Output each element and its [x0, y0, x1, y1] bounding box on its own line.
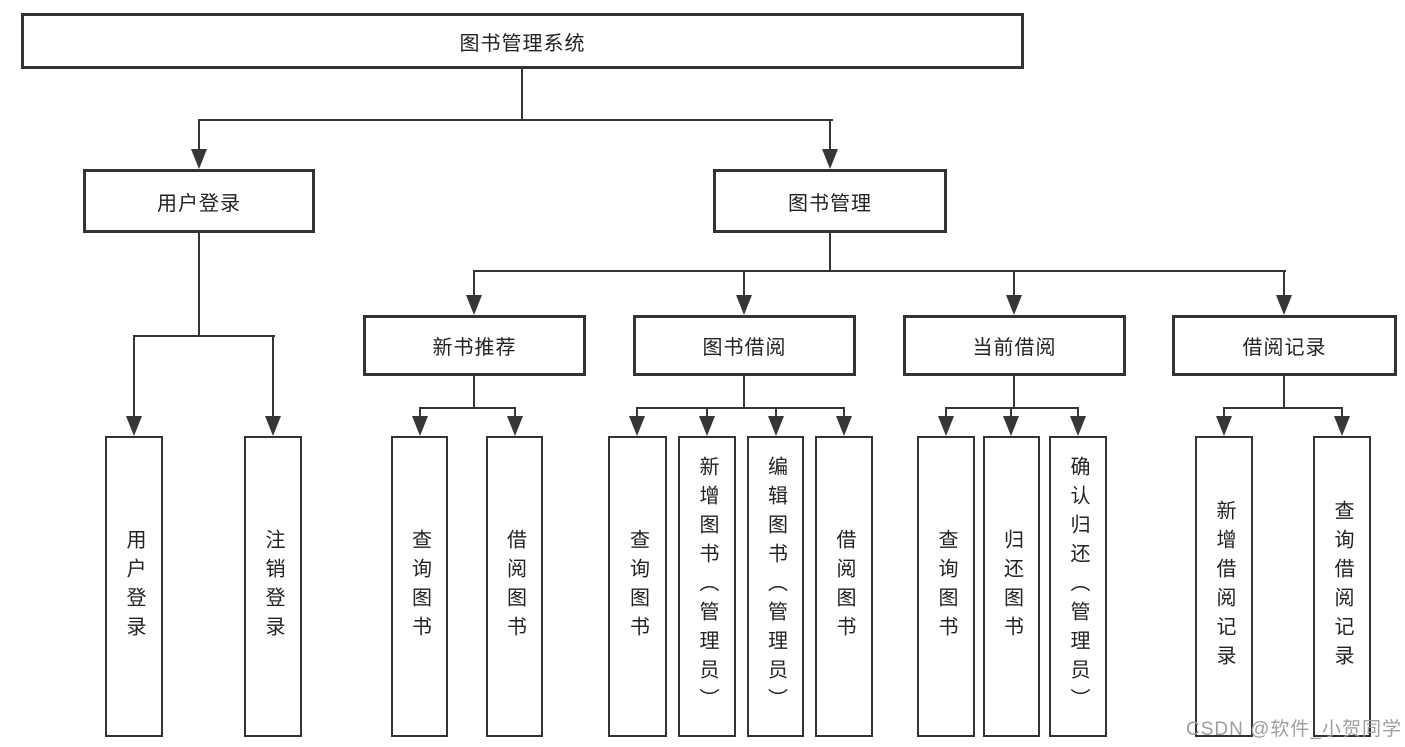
arrow-down-icon	[1003, 416, 1019, 436]
connector-line	[636, 407, 638, 418]
node-current-borrowing: 当前借阅	[903, 315, 1126, 376]
connector-line	[521, 69, 523, 121]
arrow-down-icon	[412, 416, 428, 436]
arrow-down-icon	[1006, 295, 1022, 315]
leaf-query-borrow-record: 查询借阅记录	[1313, 436, 1371, 737]
connector-line	[829, 233, 831, 272]
connector-line	[1010, 407, 1012, 418]
connector-line	[1283, 270, 1285, 297]
watermark: CSDN @软件_小贺同学	[1186, 719, 1402, 740]
arrow-down-icon	[938, 416, 954, 436]
connector-line	[473, 376, 475, 409]
connector-line	[198, 119, 200, 151]
node-book-borrowing: 图书借阅	[633, 315, 856, 376]
connector-line	[743, 270, 745, 297]
leaf-logout: 注销登录	[244, 436, 302, 737]
arrow-down-icon	[126, 416, 142, 436]
connector-line	[133, 335, 135, 418]
connector-line	[946, 407, 1079, 409]
leaf-edit-book-admin: 编辑图书（管理员）	[747, 436, 804, 737]
connector-line	[198, 233, 200, 337]
connector-line	[272, 335, 274, 418]
leaf-borrow-books-borrowing: 借阅图书	[815, 436, 873, 737]
arrow-down-icon	[265, 416, 281, 436]
connector-line	[473, 270, 1286, 272]
connector-line	[1224, 407, 1343, 409]
arrow-down-icon	[836, 416, 852, 436]
node-new-book-recommendation: 新书推荐	[363, 315, 586, 376]
arrow-down-icon	[1216, 416, 1232, 436]
leaf-user-login: 用户登录	[105, 436, 163, 737]
arrow-down-icon	[629, 416, 645, 436]
connector-line	[637, 407, 845, 409]
node-user-login: 用户登录	[83, 169, 315, 233]
connector-line	[1283, 376, 1285, 409]
leaf-confirm-return-admin: 确认归还（管理员）	[1049, 436, 1107, 737]
connector-line	[775, 407, 777, 418]
node-root: 图书管理系统	[21, 13, 1024, 69]
connector-line	[133, 335, 275, 337]
leaf-return-book: 归还图书	[983, 436, 1040, 737]
leaf-borrow-books-recommend: 借阅图书	[486, 436, 543, 737]
connector-line	[514, 407, 516, 418]
arrow-down-icon	[507, 416, 523, 436]
connector-line	[829, 119, 831, 151]
node-book-management: 图书管理	[713, 169, 947, 233]
connector-line	[945, 407, 947, 418]
connector-line	[1341, 407, 1343, 418]
leaf-query-books-current: 查询图书	[917, 436, 975, 737]
connector-line	[743, 376, 745, 409]
leaf-query-books-recommend: 查询图书	[391, 436, 448, 737]
connector-line	[1013, 270, 1015, 297]
connector-line	[843, 407, 845, 418]
arrow-down-icon	[191, 149, 207, 169]
arrow-down-icon	[822, 149, 838, 169]
arrow-down-icon	[1334, 416, 1350, 436]
connector-line	[198, 119, 833, 121]
leaf-add-borrow-record: 新增借阅记录	[1195, 436, 1253, 737]
connector-line	[473, 270, 475, 297]
connector-line	[419, 407, 421, 418]
node-borrowing-records: 借阅记录	[1172, 315, 1397, 376]
arrow-down-icon	[768, 416, 784, 436]
arrow-down-icon	[736, 295, 752, 315]
leaf-query-books-borrowing: 查询图书	[608, 436, 667, 737]
arrow-down-icon	[1276, 295, 1292, 315]
connector-line	[419, 407, 516, 409]
arrow-down-icon	[466, 295, 482, 315]
connector-line	[1013, 376, 1015, 409]
leaf-add-book-admin: 新增图书（管理员）	[678, 436, 736, 737]
connector-line	[706, 407, 708, 418]
arrow-down-icon	[699, 416, 715, 436]
arrow-down-icon	[1070, 416, 1086, 436]
connector-line	[1223, 407, 1225, 418]
connector-line	[1077, 407, 1079, 418]
